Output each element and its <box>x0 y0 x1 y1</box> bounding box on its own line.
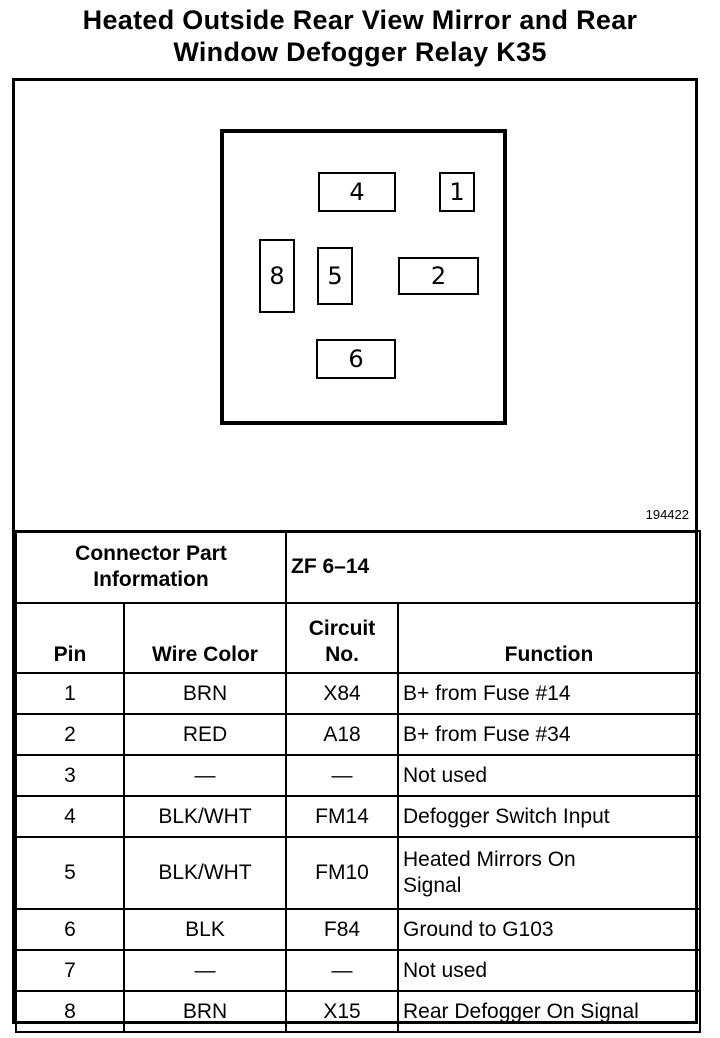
wire-color-cell: BLK <box>123 908 287 951</box>
wire-color-cell: — <box>123 754 287 797</box>
pin-cell: 4 <box>15 795 125 838</box>
function-cell: Not used <box>397 949 701 992</box>
wire-color-cell: RED <box>123 713 287 756</box>
function-cell: B+ from Fuse #34 <box>397 713 701 756</box>
connector-part-label: Connector Part Information <box>15 530 287 604</box>
circuit-cell: A18 <box>285 713 399 756</box>
circuit-cell: FM14 <box>285 795 399 838</box>
circuit-cell: — <box>285 949 399 992</box>
wire-color-cell: BLK/WHT <box>123 836 287 910</box>
wire-color-cell: BRN <box>123 672 287 715</box>
pin-cell: 6 <box>15 908 125 951</box>
circuit-cell: — <box>285 754 399 797</box>
connector-diagram: 4 1 8 5 2 6 194422 <box>15 81 695 533</box>
function-cell: Ground to G103 <box>397 908 701 951</box>
function-cell: B+ from Fuse #14 <box>397 672 701 715</box>
connector-info-frame: 4 1 8 5 2 6 194422 Connector Part Inform… <box>12 78 701 1033</box>
pin-cavity-8: 8 <box>259 239 295 313</box>
table-header-row: Pin Wire Color Circuit No. Function <box>15 602 701 674</box>
circuit-cell: X84 <box>285 672 399 715</box>
wire-color-cell: BLK/WHT <box>123 795 287 838</box>
title-line-2: Window Defogger Relay K35 <box>173 37 547 67</box>
table-row: 3 — — Not used <box>15 754 701 797</box>
function-cell: Defogger Switch Input <box>397 795 701 838</box>
pin-cell: 1 <box>15 672 125 715</box>
circuit-cell: FM10 <box>285 836 399 910</box>
pin-cavity-4: 4 <box>318 172 396 212</box>
circuit-cell: X15 <box>285 990 399 1033</box>
pin-cavity-5: 5 <box>317 247 353 305</box>
table-row: 5 BLK/WHT FM10 Heated Mirrors On Signal <box>15 836 701 910</box>
table-row: 2 RED A18 B+ from Fuse #34 <box>15 713 701 756</box>
function-cell: Not used <box>397 754 701 797</box>
pin-cavity-2: 2 <box>398 257 479 295</box>
pinout-table: Connector Part Information ZF 6–14 Pin W… <box>15 530 701 1033</box>
wire-color-cell: — <box>123 949 287 992</box>
function-cell: Heated Mirrors On Signal <box>397 836 701 910</box>
pin-cell: 3 <box>15 754 125 797</box>
pin-cell: 7 <box>15 949 125 992</box>
function-cell: Rear Defogger On Signal <box>397 990 701 1033</box>
page-title: Heated Outside Rear View Mirror and Rear… <box>0 4 720 68</box>
pin-cell: 5 <box>15 836 125 910</box>
circuit-cell: F84 <box>285 908 399 951</box>
table-row: 8 BRN X15 Rear Defogger On Signal <box>15 990 701 1033</box>
table-row: 4 BLK/WHT FM14 Defogger Switch Input <box>15 795 701 838</box>
pin-cavity-1: 1 <box>439 172 475 212</box>
header-circuit: Circuit No. <box>285 602 399 674</box>
table-row: 6 BLK F84 Ground to G103 <box>15 908 701 951</box>
pin-cell: 8 <box>15 990 125 1033</box>
figure-number: 194422 <box>645 507 689 522</box>
title-line-1: Heated Outside Rear View Mirror and Rear <box>82 5 638 35</box>
pin-cavity-6: 6 <box>316 339 396 379</box>
connector-face: 4 1 8 5 2 6 <box>220 129 507 425</box>
connector-part-number: ZF 6–14 <box>285 530 701 604</box>
pin-cell: 2 <box>15 713 125 756</box>
table-row: 7 — — Not used <box>15 949 701 992</box>
header-wire-color: Wire Color <box>123 602 287 674</box>
header-function: Function <box>397 602 701 674</box>
wire-color-cell: BRN <box>123 990 287 1033</box>
header-pin: Pin <box>15 602 125 674</box>
connector-part-row: Connector Part Information ZF 6–14 <box>15 530 701 604</box>
table-row: 1 BRN X84 B+ from Fuse #14 <box>15 672 701 715</box>
